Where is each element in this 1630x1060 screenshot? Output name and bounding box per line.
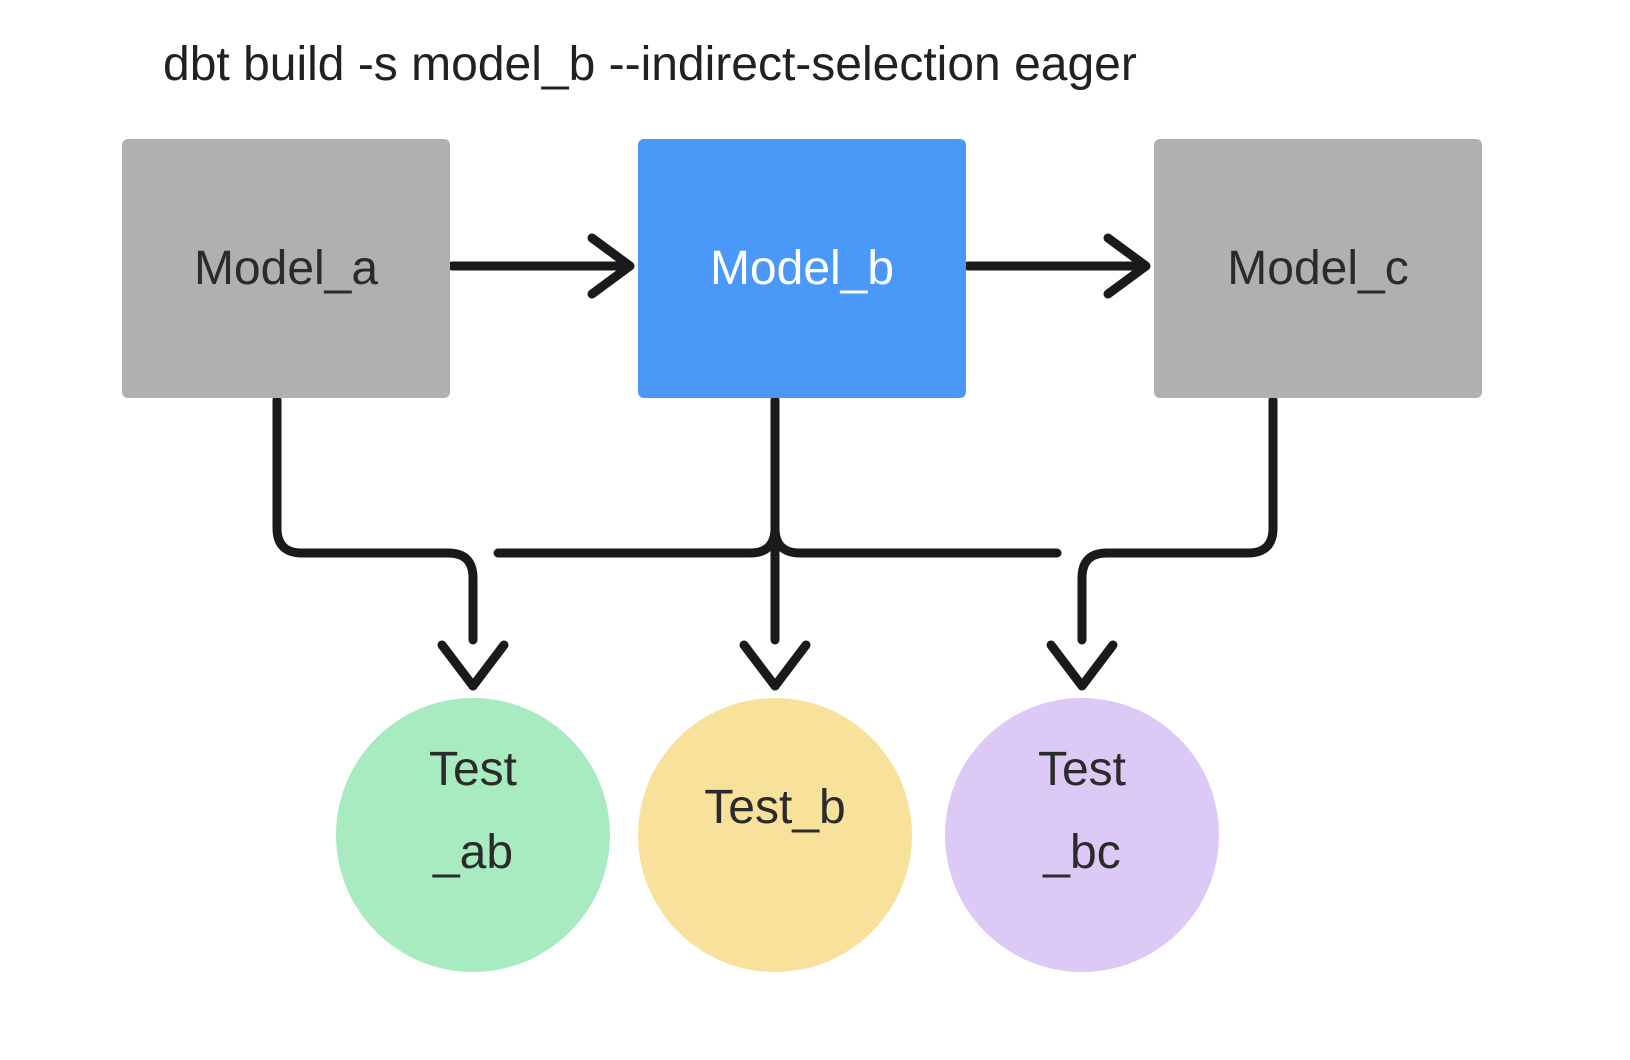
edge-model-b-to-test-bc <box>770 523 1062 558</box>
test-node-test_b[interactable]: Test_b <box>638 698 912 972</box>
model-node-model_b[interactable]: Model_b <box>638 139 966 398</box>
test-label-test_bc-line2: _bc <box>1042 826 1120 879</box>
test-circle-test_ab[interactable] <box>336 698 610 972</box>
model-node-model_a[interactable]: Model_a <box>122 139 450 398</box>
edge-layer <box>272 233 1278 691</box>
model-label-model_a: Model_a <box>194 242 378 295</box>
test-node-test_ab[interactable]: Test _ab <box>336 698 610 972</box>
model-box-model_a[interactable] <box>122 139 450 398</box>
model-node-model_c[interactable]: Model_c <box>1154 139 1482 398</box>
edge-model-b-to-test-ab <box>493 523 780 558</box>
edge-model-a-to-model-b <box>447 233 635 299</box>
model-box-model_b[interactable] <box>638 139 966 398</box>
test-label-test_b-line1: Test_b <box>704 781 845 834</box>
model-box-model_c[interactable] <box>1154 139 1482 398</box>
diagram-title: dbt build -s model_b --indirect-selectio… <box>163 38 1137 91</box>
model-label-model_c: Model_c <box>1227 242 1408 295</box>
model-label-model_b: Model_b <box>710 242 894 295</box>
edge-model-b-to-model-c <box>963 233 1151 299</box>
edge-model-c-to-test-bc <box>1046 395 1278 691</box>
edge-model-a-to-test-ab <box>272 395 509 691</box>
test-circle-test_bc[interactable] <box>945 698 1219 972</box>
test-label-test_bc-line1: Test <box>1038 743 1126 796</box>
test-circle-test_b[interactable] <box>638 698 912 972</box>
test-label-test_ab-line1: Test <box>429 743 517 796</box>
edge-model-b-to-test-b <box>739 395 811 691</box>
test-label-test_ab-line2: _ab <box>432 826 513 879</box>
test-node-test_bc[interactable]: Test _bc <box>945 698 1219 972</box>
